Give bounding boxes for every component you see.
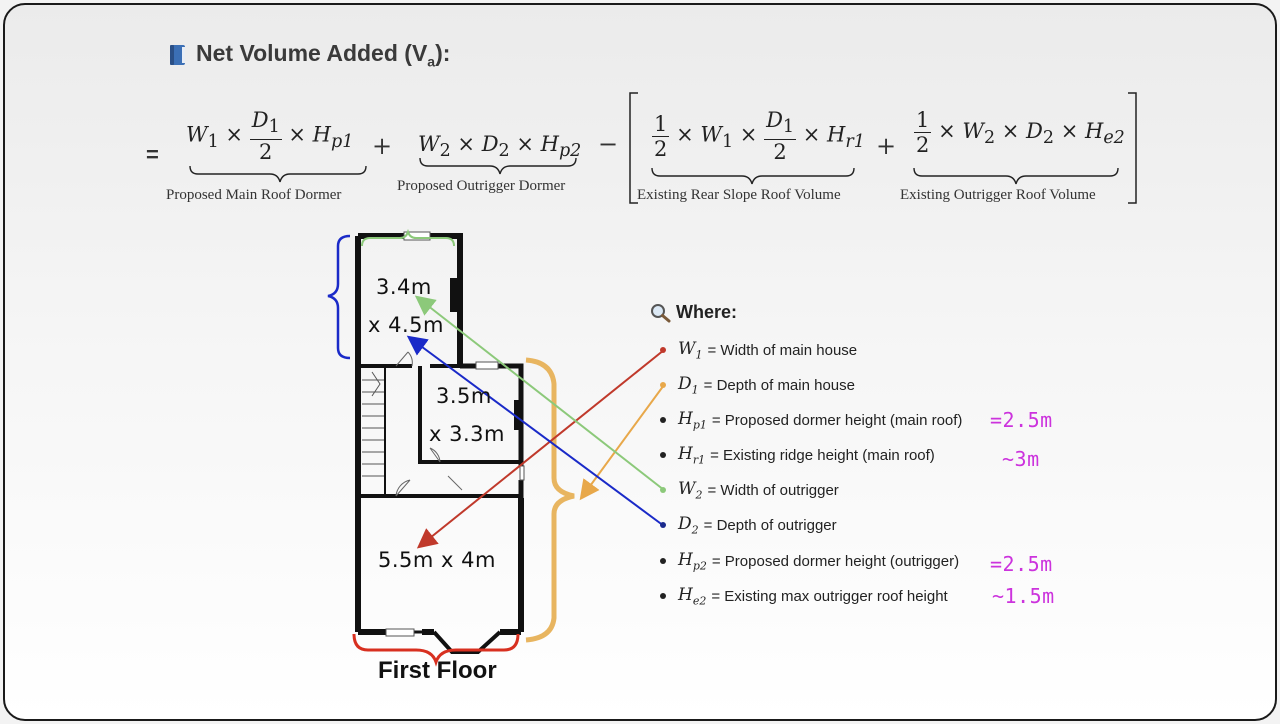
legend-symbol: W bbox=[678, 478, 696, 499]
legend-symbol-group: W1 bbox=[678, 339, 702, 361]
underbrace-term1 bbox=[189, 165, 367, 183]
legend-symbol-subscript: p2 bbox=[692, 559, 707, 573]
bullet-dot bbox=[660, 593, 666, 599]
legend-symbol-group: Hp2 bbox=[678, 550, 707, 572]
legend-symbol: D bbox=[678, 513, 692, 534]
bullet-dot bbox=[660, 417, 666, 423]
legend-symbol-group: Hr1 bbox=[678, 444, 705, 466]
operator-plus-2: + bbox=[876, 132, 897, 160]
where-heading: Where: bbox=[650, 302, 737, 323]
floor-title: First Floor bbox=[378, 657, 497, 684]
legend-symbol-subscript: 1 bbox=[695, 348, 703, 362]
legend-symbol: H bbox=[678, 408, 693, 429]
label-proposed-outrigger-dormer: Proposed Outrigger Dormer bbox=[397, 178, 566, 194]
legend-symbol: H bbox=[678, 443, 693, 464]
bullet-dot bbox=[660, 558, 666, 564]
legend-symbol-subscript: 2 bbox=[691, 523, 699, 537]
legend-description: = Width of outrigger bbox=[707, 481, 839, 499]
legend-symbol: W bbox=[678, 338, 696, 359]
underbrace-term2 bbox=[419, 157, 577, 175]
room-mid-dim-line1: 3.5m bbox=[436, 384, 492, 408]
legend-item: D2= Depth of outrigger bbox=[660, 512, 837, 538]
arrow-w1 bbox=[416, 349, 665, 549]
handwritten-hr1: ~3m bbox=[1002, 447, 1040, 471]
magnifier-icon bbox=[651, 303, 671, 322]
green-top-brace bbox=[361, 228, 455, 247]
legend-symbol-group: D1 bbox=[678, 374, 699, 396]
label-existing-outrigger-roof-volume: Existing Outrigger Roof Volume bbox=[900, 187, 1096, 203]
legend-symbol-subscript: 1 bbox=[691, 383, 699, 397]
legend-item: W2 = Width of outrigger bbox=[660, 477, 839, 503]
legend-symbol-subscript: r1 bbox=[692, 453, 706, 467]
bullet-dot bbox=[660, 347, 666, 353]
underbrace-term3 bbox=[651, 167, 855, 185]
legend-symbol-group: W2 bbox=[678, 479, 702, 501]
room-mid-dim-line2: x 3.3m bbox=[429, 422, 505, 446]
right-square-bracket bbox=[1128, 92, 1137, 204]
room-top-dim-line1: 3.4m bbox=[376, 275, 432, 299]
legend-description: = Existing max outrigger roof height bbox=[711, 587, 948, 605]
legend-description: = Depth of outrigger bbox=[703, 516, 837, 534]
legend-description: = Proposed dormer height (main roof) bbox=[711, 411, 963, 429]
equals-sign: = bbox=[146, 142, 159, 167]
left-square-bracket bbox=[629, 92, 638, 204]
term2-expression: W2 × D2 × Hp2 bbox=[418, 132, 582, 162]
arrow-d1 bbox=[579, 384, 665, 501]
bullet-dot bbox=[660, 452, 666, 458]
handwritten-hp2: =2.5m bbox=[990, 552, 1053, 576]
blue-left-brace bbox=[327, 234, 351, 360]
legend-symbol-subscript: 2 bbox=[695, 488, 703, 502]
handwritten-hp1: =2.5m bbox=[990, 408, 1053, 432]
heading-subscript: a bbox=[427, 53, 436, 70]
label-existing-rear-slope-roof-volume: Existing Rear Slope Roof Volume bbox=[637, 187, 841, 203]
legend-symbol: H bbox=[678, 584, 693, 605]
where-title-text: Where: bbox=[676, 302, 738, 322]
legend-symbol-group: He2 bbox=[678, 585, 706, 607]
legend-item: Hp2= Proposed dormer height (outrigger) bbox=[660, 548, 959, 574]
legend-symbol: H bbox=[678, 549, 693, 570]
legend-item: Hp1= Proposed dormer height (main roof) bbox=[660, 407, 962, 433]
bullet-dot bbox=[660, 522, 666, 528]
slide-frame bbox=[3, 3, 1277, 721]
legend-description: = Existing ridge height (main roof) bbox=[710, 446, 935, 464]
legend-symbol: D bbox=[678, 373, 692, 394]
legend-symbol-subscript: e2 bbox=[692, 594, 707, 608]
label-proposed-main-roof-dormer: Proposed Main Roof Dormer bbox=[166, 187, 342, 203]
bullet-dot bbox=[660, 487, 666, 493]
legend-item: He2 = Existing max outrigger roof height bbox=[660, 583, 948, 609]
blue-book-icon bbox=[170, 44, 185, 65]
legend-description: = Width of main house bbox=[707, 341, 858, 359]
operator-minus: − bbox=[598, 130, 619, 158]
legend-description: = Depth of main house bbox=[703, 376, 855, 394]
room-bottom-dim: 5.5m x 4m bbox=[378, 548, 496, 572]
orange-right-brace bbox=[525, 357, 575, 643]
legend-symbol-group: Hp1 bbox=[678, 409, 707, 431]
legend-symbol-subscript: p1 bbox=[692, 418, 707, 432]
heading-text: Net Volume Added (V bbox=[196, 40, 428, 66]
arrow-w2 bbox=[414, 295, 665, 491]
red-bottom-brace bbox=[352, 633, 520, 667]
bullet-dot bbox=[660, 382, 666, 388]
underbrace-term4 bbox=[913, 167, 1119, 185]
heading-suffix: ): bbox=[435, 40, 451, 66]
legend-item: D1= Depth of main house bbox=[660, 372, 855, 398]
legend-description: = Proposed dormer height (outrigger) bbox=[711, 552, 960, 570]
legend-item: Hr1 = Existing ridge height (main roof) bbox=[660, 442, 935, 468]
operator-plus-1: + bbox=[372, 132, 393, 160]
room-top-dim-line2: x 4.5m bbox=[368, 313, 444, 337]
arrow-d2 bbox=[406, 335, 665, 527]
section-heading: Net Volume Added (Va): bbox=[168, 40, 450, 70]
handwritten-he2: ~1.5m bbox=[992, 584, 1055, 608]
legend-symbol-group: D2 bbox=[678, 514, 699, 536]
legend-item: W1 = Width of main house bbox=[660, 337, 857, 363]
floor-plan bbox=[355, 231, 525, 654]
